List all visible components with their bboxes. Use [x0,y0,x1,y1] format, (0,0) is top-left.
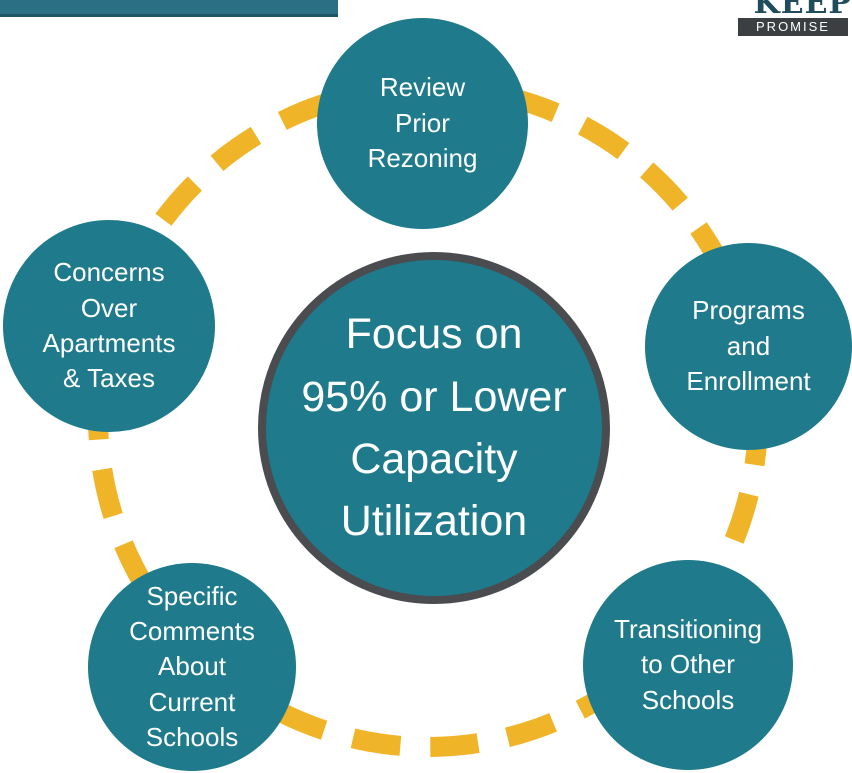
center-node-capacity-focus: Focus on 95% or Lower Capacity Utilizati… [258,252,610,604]
node-specific-comments: Specific Comments About Current Schools [88,563,296,771]
logo-subtitle: PROMISE [738,18,848,36]
node-label-bottom-right: Transitioning to Other Schools [614,613,762,715]
header-accent-bar [0,0,338,17]
node-concerns-apartments-taxes: Concerns Over Apartments & Taxes [3,220,215,432]
node-label-top: Review Prior Rezoning [367,72,478,174]
brand-logo: KEEP PROMISE [734,0,852,40]
node-label-left: Concerns Over Apartments & Taxes [42,257,176,394]
node-transitioning-schools: Transitioning to Other Schools [583,560,793,770]
node-review-prior-rezoning: Review Prior Rezoning [317,18,528,229]
logo-wordmark: KEEP [753,0,852,21]
node-label-bottom-left: Specific Comments About Current Schools [129,580,255,753]
node-programs-enrollment: Programs and Enrollment [645,243,852,450]
node-label-right: Programs and Enrollment [686,295,811,397]
center-label: Focus on 95% or Lower Capacity Utilizati… [301,310,567,546]
